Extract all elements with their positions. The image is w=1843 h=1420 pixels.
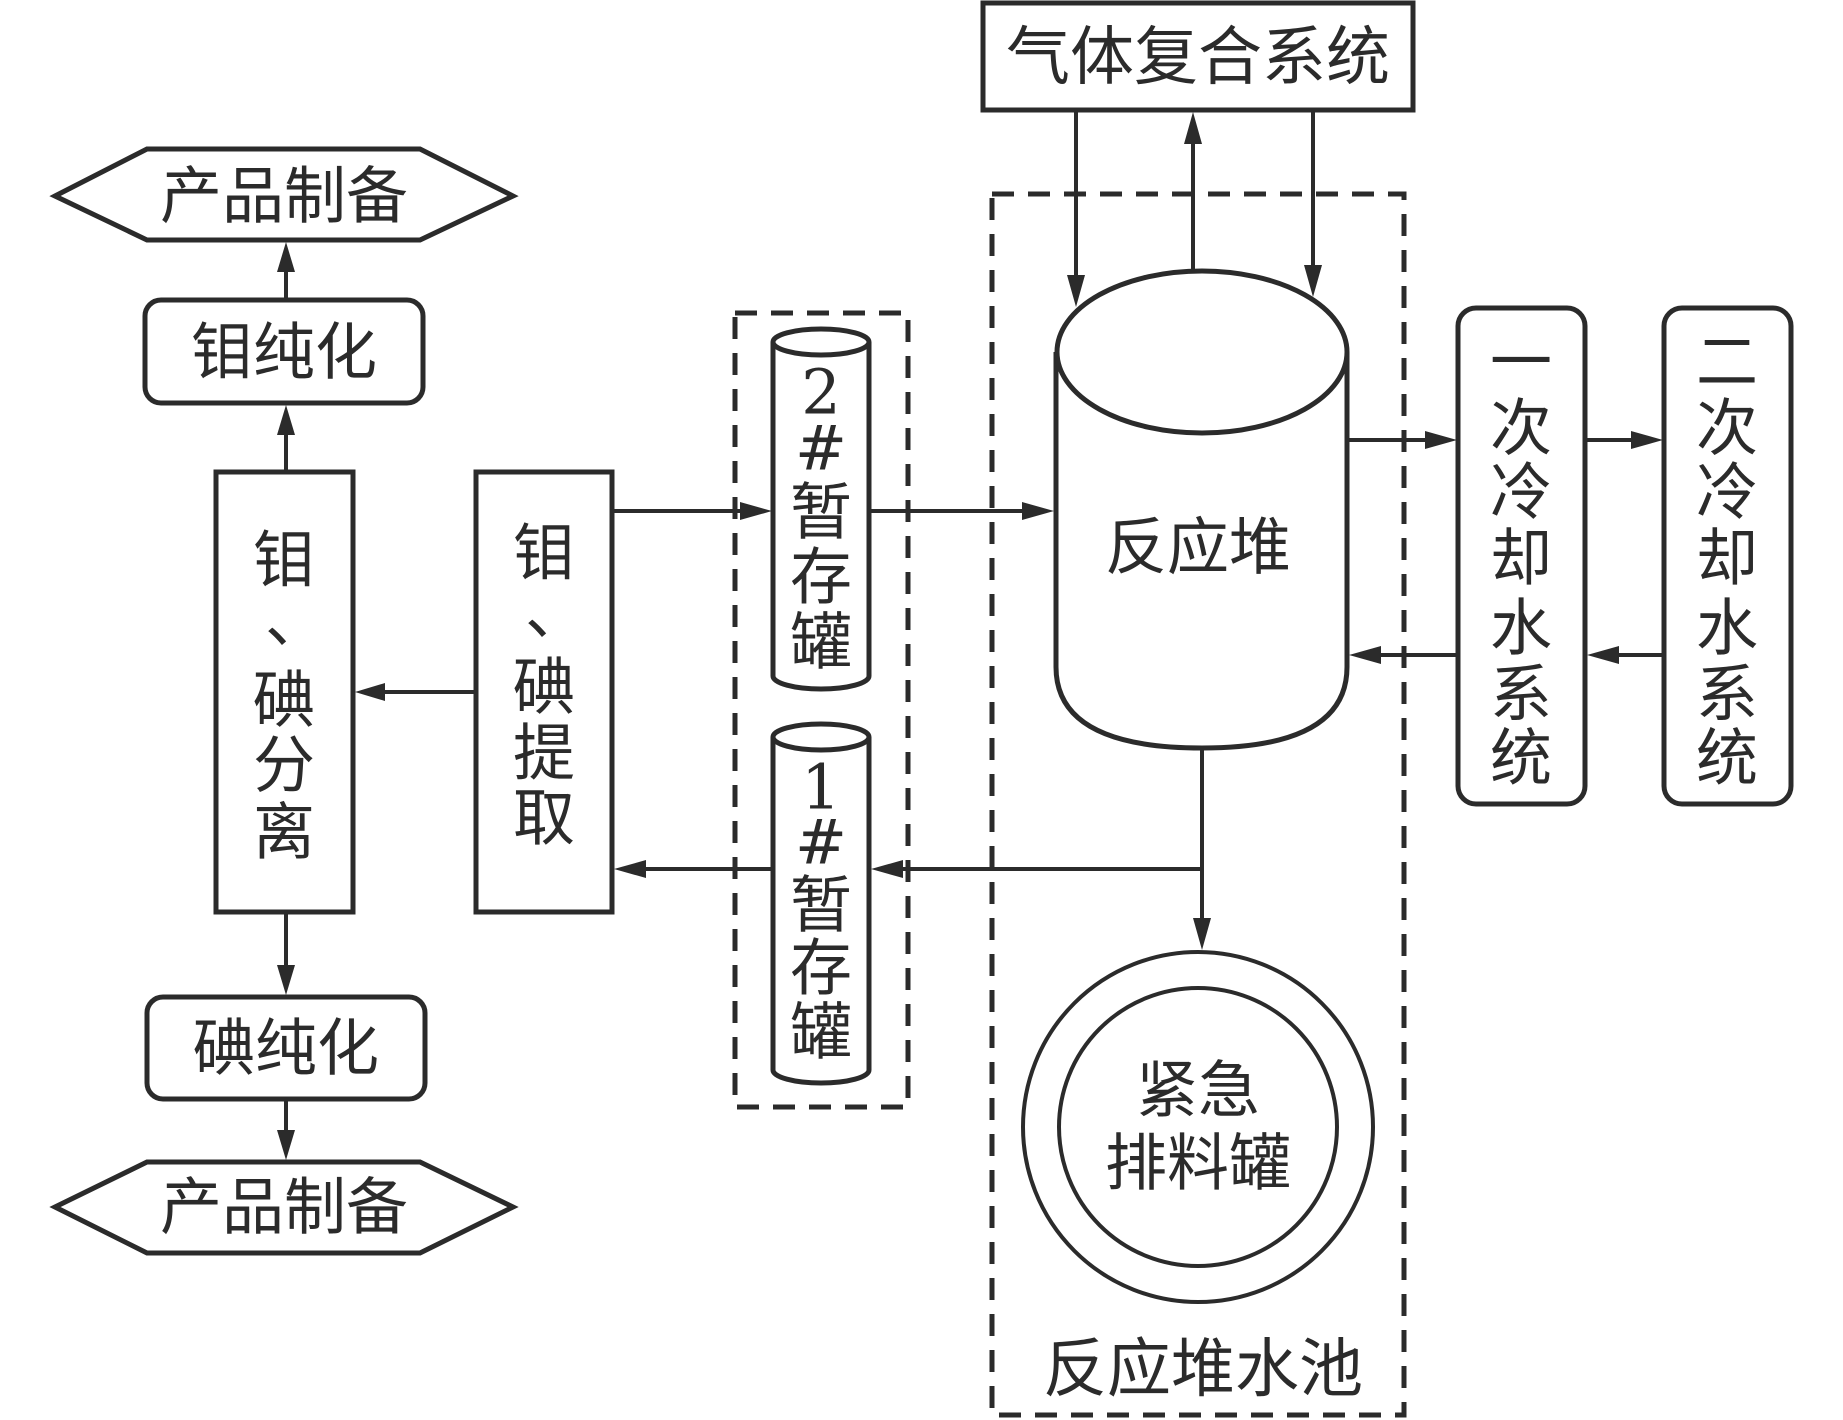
arrowhead-icon (1425, 431, 1457, 449)
emergency-tank-label-line2: 排料罐 (1105, 1127, 1291, 1200)
connectors (277, 110, 1664, 1160)
secondary-cooling-char: 统 (1696, 722, 1758, 795)
separation-char: 碘 (253, 664, 315, 737)
arrowhead-icon (614, 860, 646, 878)
product-prep-top-node: 产品制备 (49, 146, 519, 243)
mo-purification-label: 钼纯化 (191, 316, 377, 389)
emergency-drain-tank-node: 紧急 排料罐 (1021, 950, 1375, 1304)
separation-char: 分 (253, 729, 315, 802)
primary-cooling-char: 次 (1490, 392, 1552, 465)
tank-1-char: 暂 (790, 869, 852, 942)
secondary-cooling-char: 冷 (1696, 456, 1758, 529)
separation-char: 离 (253, 796, 315, 869)
gas-recombination-label: 气体复合系统 (1006, 21, 1390, 95)
tank-2-char: # (795, 412, 847, 485)
reactor-pool-label: 反应堆水池 (1043, 1333, 1363, 1407)
reactor-label: 反应堆 (1105, 511, 1291, 584)
arrowhead-icon (1184, 112, 1202, 144)
arrowhead-icon (1631, 431, 1663, 449)
product-prep-bottom-node: 产品制备 (49, 1159, 519, 1256)
arrowhead-icon (277, 405, 295, 435)
primary-cooling-char: 却 (1490, 522, 1552, 595)
tank-2-node: 2 # 暂 存 罐 (770, 326, 872, 692)
primary-cooling-char: 统 (1490, 722, 1552, 795)
emergency-tank-label-line1: 紧急 (1136, 1054, 1260, 1127)
temporary-tanks-group (732, 310, 911, 1110)
extraction-char: 钼 (513, 517, 575, 590)
primary-cooling-char: 一 (1490, 326, 1552, 399)
tank-1-char: 1 (801, 751, 840, 824)
tank-1-char: 存 (790, 932, 852, 1005)
secondary-cooling-char: 水 (1696, 592, 1758, 665)
product-prep-bottom-label: 产品制备 (160, 1171, 408, 1244)
primary-cooling-node: 一 次 冷 却 水 系 统 (1455, 305, 1588, 807)
arrowhead-icon (1587, 646, 1619, 664)
arrowhead-icon (1304, 265, 1322, 297)
secondary-cooling-char: 次 (1696, 392, 1758, 465)
tank-1-char: 罐 (790, 996, 852, 1069)
extraction-char: 、 (525, 576, 587, 649)
arrowhead-icon (871, 860, 903, 878)
extraction-char: 碘 (513, 651, 575, 724)
tank-2-char: 暂 (790, 476, 852, 549)
separation-char: 、 (265, 584, 327, 657)
arrowhead-icon (277, 242, 295, 272)
secondary-cooling-char: 系 (1696, 658, 1758, 731)
tank-1-node: 1 # 暂 存 罐 (770, 721, 872, 1086)
mo-i-separation-node: 钼 、 碘 分 离 (213, 469, 356, 915)
extraction-char: 提 (513, 717, 575, 790)
tank-2-char: 2 (801, 356, 840, 429)
arrowhead-icon (1349, 646, 1381, 664)
primary-cooling-char: 水 (1490, 592, 1552, 665)
arrowhead-icon (277, 965, 295, 995)
primary-cooling-char: 系 (1490, 658, 1552, 731)
arrowhead-icon (277, 1130, 295, 1160)
secondary-cooling-char: 二 (1696, 326, 1758, 399)
tank-2-char: 存 (790, 541, 852, 614)
arrowhead-icon (355, 683, 385, 701)
extraction-char: 取 (513, 782, 575, 855)
primary-cooling-char: 冷 (1490, 456, 1552, 529)
tank-1-char: # (795, 806, 847, 879)
gas-recombination-node: 气体复合系统 (980, 0, 1416, 113)
arrowhead-icon (1067, 275, 1085, 307)
arrowhead-icon (1022, 502, 1054, 520)
tank-2-char: 罐 (790, 606, 852, 679)
mo-i-extraction-node: 钼 、 碘 提 取 (473, 469, 615, 915)
product-prep-top-label: 产品制备 (160, 160, 408, 233)
reactor-node: 反应堆 (1053, 268, 1350, 751)
arrowhead-icon (740, 502, 772, 520)
arrowhead-icon (1193, 918, 1211, 950)
secondary-cooling-node: 二 次 冷 却 水 系 统 (1661, 305, 1794, 807)
mo-purification-node: 钼纯化 (142, 297, 426, 406)
separation-char: 钼 (253, 524, 315, 597)
secondary-cooling-char: 却 (1696, 522, 1758, 595)
iodine-purification-label: 碘纯化 (193, 1012, 379, 1085)
reactor-pool-group (989, 191, 1407, 1418)
iodine-purification-node: 碘纯化 (144, 994, 428, 1102)
